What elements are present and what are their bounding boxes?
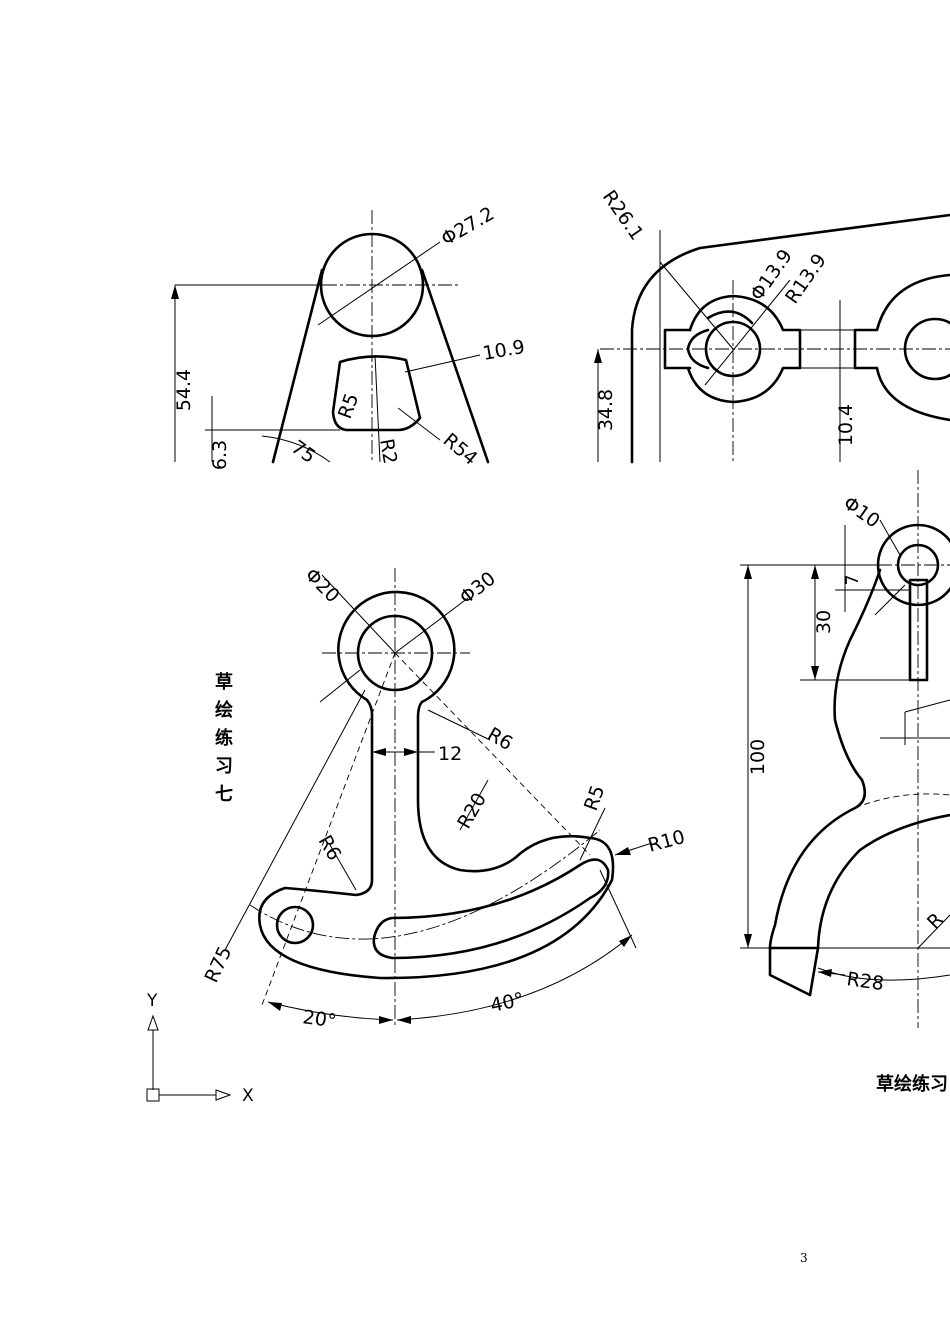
- dim-height-30: 30: [813, 610, 835, 634]
- caption-char-5: 七: [215, 784, 233, 805]
- dim-r-partial: R: [923, 909, 948, 934]
- dim-height-34-8: 34.8: [595, 389, 617, 431]
- dim-width-10-9: 10.9: [481, 336, 526, 365]
- dim-angle-20: 20°: [301, 1006, 337, 1032]
- dim-dia-27-2: Φ27.2: [438, 203, 499, 251]
- dim-gap-10-4: 10.4: [835, 404, 857, 446]
- dim-r75: R75: [201, 943, 237, 986]
- caption-char-1: 草: [215, 671, 233, 693]
- caption-right: 草绘练习: [876, 1073, 948, 1095]
- dim-r10: R10: [646, 826, 688, 857]
- dim-width-12: 12: [438, 743, 462, 765]
- dim-r5: R5: [334, 390, 363, 421]
- caption-char-3: 练: [215, 727, 233, 749]
- caption-char-2: 绘: [215, 699, 233, 721]
- page-number: 3: [800, 1251, 808, 1265]
- dim-height-100: 100: [747, 739, 769, 775]
- dim-dia-20: Φ20: [300, 564, 343, 607]
- drawing-top-right: 34.8 10.4 R26.1 Φ13.9 R13.9: [594, 186, 950, 464]
- drawing-center: 12 Φ20 Φ30 R6 R20 R5 R10 R6 R75 20° 40° …: [201, 564, 688, 1033]
- caption-char-4: 习: [215, 756, 233, 777]
- dim-r54: R54: [439, 429, 482, 470]
- drawing-top-left: 54.4 6.3 Φ27.2 10.9 R5 R2 R54 75: [171, 203, 527, 470]
- dim-r6-lower: R6: [314, 832, 346, 865]
- axis-label-y: Y: [146, 991, 158, 1011]
- drawing-right: 100 30 7 Φ10 R28 R 草绘练习: [740, 470, 950, 1095]
- dim-6-3: 6.3: [209, 440, 231, 470]
- dim-r20: R20: [453, 789, 491, 832]
- dim-height-54-4: 54.4: [173, 369, 195, 411]
- dim-height-7: 7: [843, 575, 863, 586]
- dim-75: 75: [287, 436, 319, 468]
- ucs-axis-icon: Y X: [146, 991, 254, 1106]
- dim-angle-40: 40°: [488, 988, 526, 1017]
- dim-r28: R28: [845, 968, 885, 995]
- axis-label-x: X: [242, 1086, 254, 1106]
- dim-dia-10: Φ10: [839, 492, 884, 532]
- dim-r26-1: R26.1: [598, 186, 648, 244]
- dim-r2: R2: [375, 437, 401, 466]
